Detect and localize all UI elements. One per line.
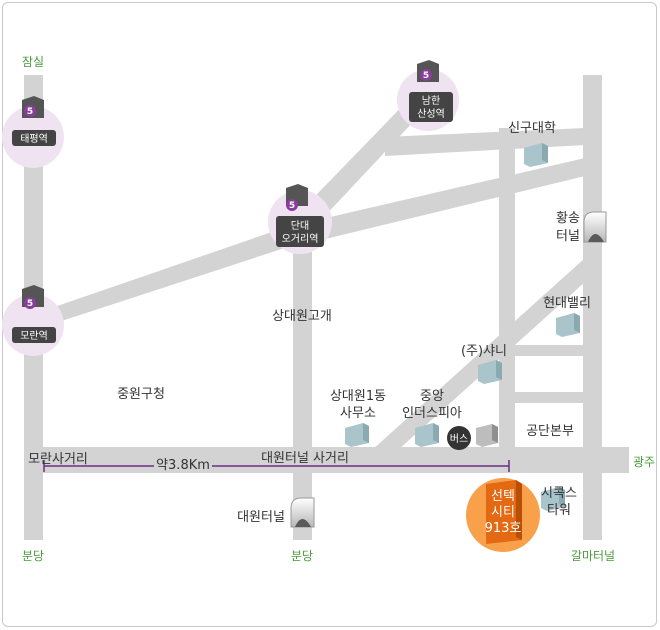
station-name-line2: 산성역 (417, 108, 445, 120)
label-shani: (주)샤니 (461, 344, 507, 359)
road-right-vertical (583, 75, 602, 540)
line5-icon (286, 199, 298, 211)
label-daewon-tunnel-intersection: 대원터널 사거리 (261, 451, 349, 466)
station-name-line1: 단대 (291, 220, 309, 232)
destination-name-2: 시티 (491, 505, 515, 520)
destination-room: 913호 (485, 521, 522, 536)
road-dandae-namhan (290, 92, 430, 236)
label-jungang-industria-1: 중앙 (420, 389, 444, 404)
line-number: 5 (27, 107, 33, 117)
line5-icon (24, 297, 36, 309)
line5-icon (24, 105, 36, 117)
destination-name-1: 선텍 (491, 489, 515, 504)
direction-bundang-mid: 분당 (291, 549, 313, 563)
line-number: 5 (423, 71, 429, 81)
station-name: 모란역 (20, 330, 48, 342)
road-inner-vertical (499, 128, 515, 448)
road-dandae-hwangsong (300, 158, 585, 244)
direction-jamsil: 잠실 (22, 55, 44, 69)
line-number: 5 (27, 299, 33, 309)
label-sangdaewon-hill: 상대원고개 (272, 309, 332, 324)
station-name-line1: 남한 (422, 95, 440, 107)
label-moran-intersection: 모란사거리 (28, 452, 88, 467)
direction-galma-tunnel: 갈마터널 (571, 549, 615, 563)
line-number: 5 (289, 201, 295, 211)
tunnel-icon (583, 211, 607, 243)
road-middle-vertical (293, 230, 312, 540)
label-hwangsong-tunnel-1: 황송 (556, 211, 580, 226)
label-singu-univ: 신구대학 (508, 121, 556, 136)
station-badge (409, 92, 453, 122)
station-badge (12, 130, 56, 146)
road-moran-dandae (34, 223, 303, 330)
label-hwangsong-tunnel-2: 터널 (556, 229, 580, 244)
road-connector-2 (515, 392, 585, 403)
label-sikos-tower-2: 타워 (547, 503, 571, 518)
tunnel-icon (290, 497, 315, 528)
station-name: 태평역 (20, 133, 48, 145)
road-connector-1 (515, 345, 585, 356)
station-name-line2: 오거리역 (282, 233, 319, 245)
road-top-horizontal (385, 128, 585, 156)
label-jungang-industria-2: 인더스피아 (402, 406, 462, 421)
label-sikos-tower-1: 시콕스 (541, 486, 577, 501)
label-daewon-tunnel: 대원터널 (237, 510, 285, 525)
bus-label: 버스 (450, 433, 468, 445)
distance-indicator (43, 450, 510, 472)
line5-icon (420, 69, 432, 81)
direction-bundang-left: 분당 (22, 549, 44, 563)
label-sangdaewon1-office-1: 상대원1동 (330, 389, 386, 404)
station-badge (12, 327, 56, 343)
label-distance: 약3.8Km (156, 458, 210, 473)
station-taepyeong: 5 태평역 (2, 96, 64, 168)
destination-building-icon (486, 480, 522, 544)
label-gongdan-hq: 공단본부 (526, 424, 574, 439)
label-hyundai-valley: 현대밸리 (543, 296, 591, 311)
station-moran: 5 모란역 (2, 285, 64, 356)
bus-icon (447, 426, 471, 450)
station-namhansanseong: 5 남한 산성역 (397, 60, 459, 131)
station-badge (276, 216, 324, 247)
destination-marker: 선텍 시티 913호 (466, 478, 540, 552)
label-sangdaewon1-office-2: 사무소 (340, 406, 376, 421)
road-lower-diagonal (372, 258, 585, 450)
direction-gwangju: 광주 (633, 455, 655, 469)
bus-stop: 버스 (447, 426, 471, 450)
station-dandae-ogeori: 5 단대 오거리역 (268, 184, 332, 254)
building-icon (345, 143, 580, 511)
label-jungwon-gu-office: 중원구청 (117, 387, 165, 402)
